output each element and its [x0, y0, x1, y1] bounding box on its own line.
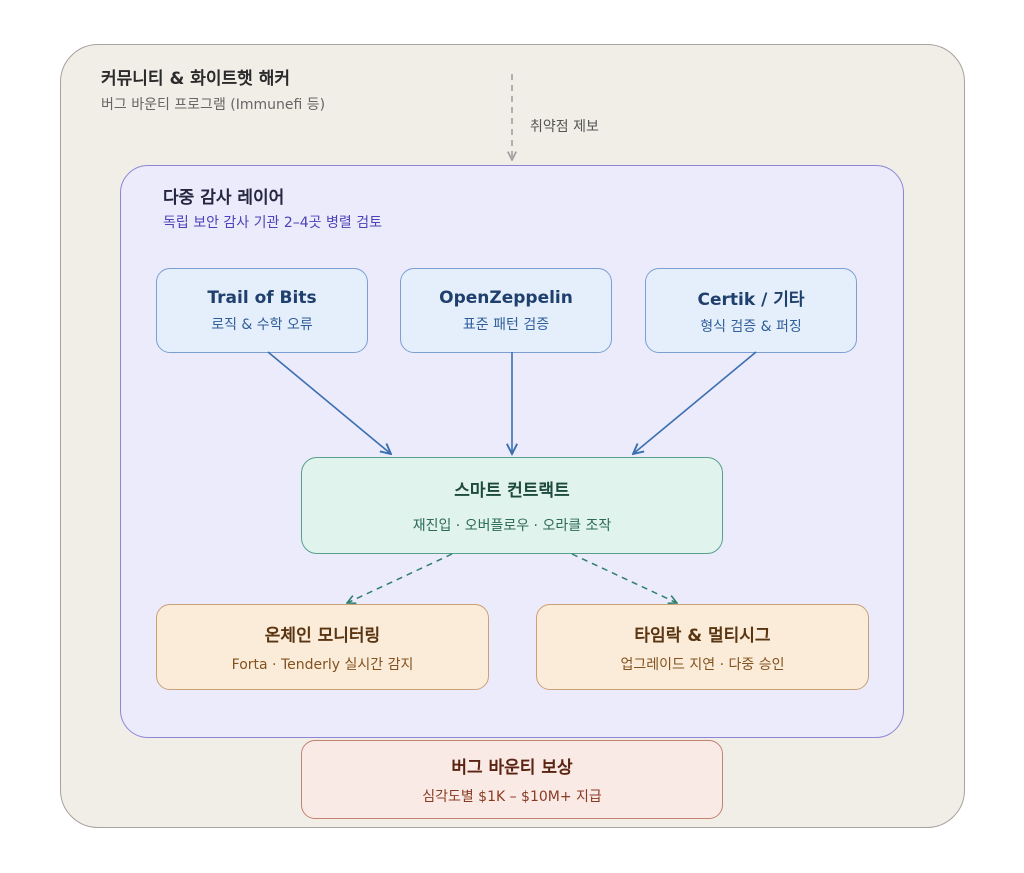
safeguard-subtitle: 업그레이드 지연 · 다중 승인 — [620, 656, 785, 673]
auditor-node-trail-of-bits: Trail of Bits 로직 & 수학 오류 — [156, 268, 368, 353]
contract-title: 스마트 컨트랙트 — [454, 481, 570, 501]
auditor-node-openzeppelin: OpenZeppelin 표준 패턴 검증 — [400, 268, 612, 353]
safeguard-title: 타임락 & 멀티시그 — [634, 625, 771, 646]
bug-bounty-reward-node: 버그 바운티 보상 심각도별 $1K – $10M+ 지급 — [301, 740, 723, 819]
safeguard-subtitle: Forta · Tenderly 실시간 감지 — [231, 656, 414, 673]
auditor-focus: 형식 검증 & 퍼징 — [700, 319, 802, 335]
safeguard-node-timelock: 타임락 & 멀티시그 업그레이드 지연 · 다중 승인 — [536, 604, 869, 690]
auditor-name: Trail of Bits — [207, 287, 317, 308]
safeguard-node-monitoring: 온체인 모니터링 Forta · Tenderly 실시간 감지 — [156, 604, 489, 690]
auditor-name: Certik / 기타 — [697, 290, 805, 310]
audit-layer-title: 다중 감사 레이어 — [163, 188, 285, 208]
bounty-subtitle: 심각도별 $1K – $10M+ 지급 — [422, 789, 602, 805]
smart-contract-node: 스마트 컨트랙트 재진입 · 오버플로우 · 오라클 조작 — [301, 457, 723, 554]
auditor-focus: 표준 패턴 검증 — [462, 316, 550, 333]
auditor-name: OpenZeppelin — [439, 287, 573, 308]
community-title: 커뮤니티 & 화이트햇 해커 — [101, 69, 290, 89]
audit-layer-subtitle: 독립 보안 감사 기관 2–4곳 병렬 검토 — [163, 215, 382, 231]
safeguard-title: 온체인 모니터링 — [264, 625, 381, 646]
bounty-title: 버그 바운티 보상 — [451, 758, 573, 778]
auditor-focus: 로직 & 수학 오류 — [211, 316, 313, 333]
report-label: 취약점 제보 — [530, 119, 599, 135]
contract-subtitle: 재진입 · 오버플로우 · 오라클 조작 — [412, 518, 612, 534]
community-subtitle: 버그 바운티 프로그램 (Immunefi 등) — [101, 97, 326, 113]
auditor-node-certik: Certik / 기타 형식 검증 & 퍼징 — [645, 268, 857, 353]
